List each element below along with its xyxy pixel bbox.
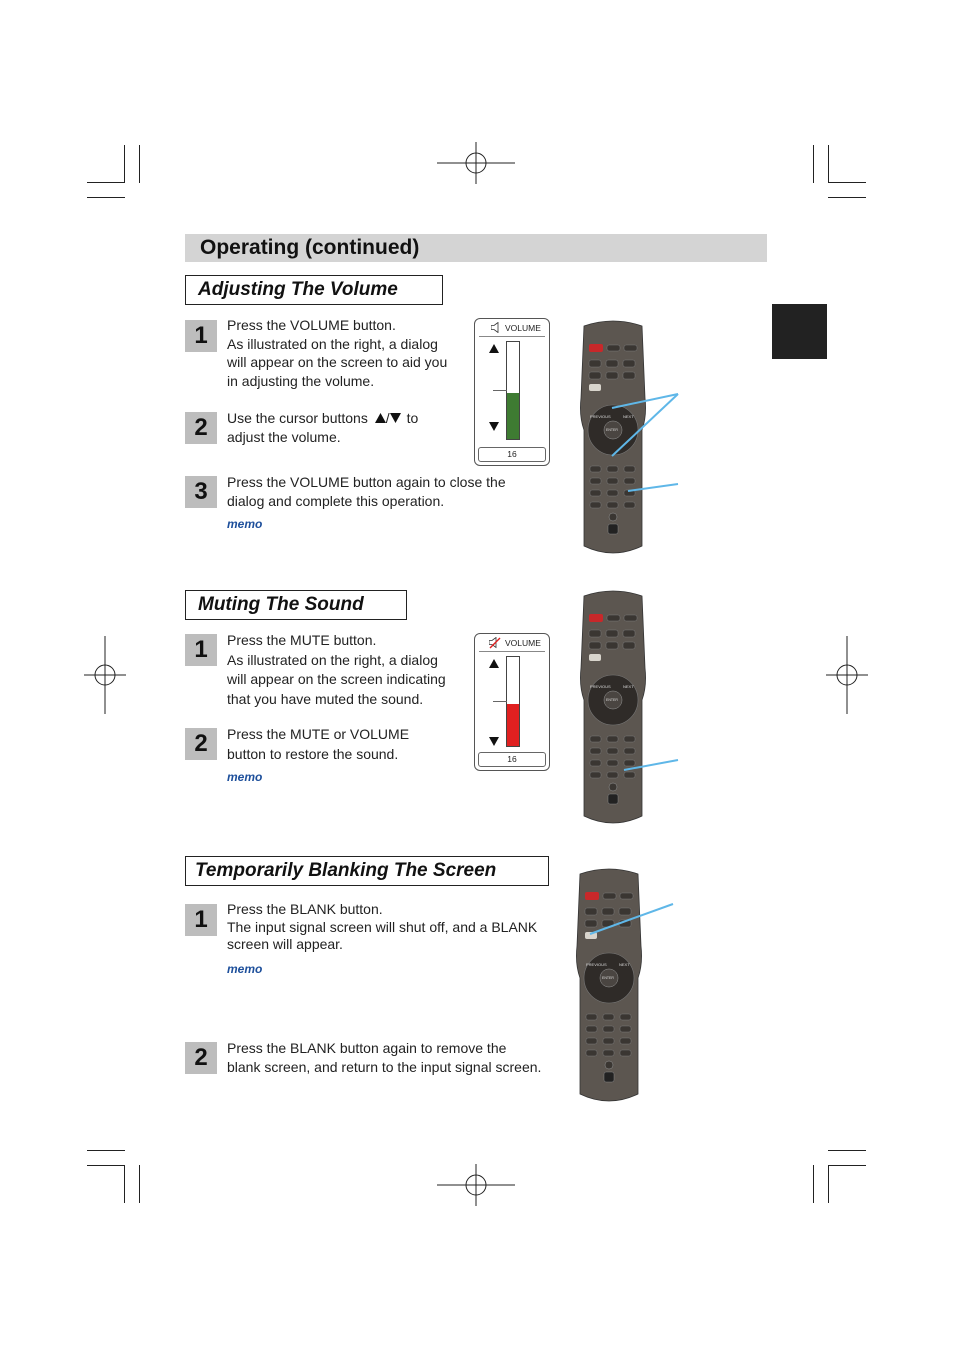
remote-label-enter: ENTER xyxy=(606,698,618,702)
pointer-lines-volume xyxy=(611,393,679,492)
registration-mark-bottom xyxy=(437,1164,515,1206)
step-text: Press the VOLUME button. As illustrated … xyxy=(227,316,467,390)
step-line: in adjusting the volume. xyxy=(227,372,375,389)
step-line: Press the BLANK button. xyxy=(227,901,383,917)
step-line: As illustrated on the right, a dialog xyxy=(227,335,438,352)
registration-mark-top xyxy=(437,142,515,184)
step-line: dialog and complete this operation. xyxy=(227,492,445,509)
registration-mark-left xyxy=(84,636,126,714)
step-line: Press the VOLUME button. xyxy=(227,317,396,333)
down-arrow-icon xyxy=(489,422,499,431)
section-heading-mute-text: Muting The Sound xyxy=(198,594,364,615)
speaker-muted-icon xyxy=(489,637,501,649)
memo-label: memo xyxy=(227,962,263,976)
registration-mark-right xyxy=(826,636,868,714)
mute-dialog: VOLUME 16 xyxy=(474,633,550,771)
step-number: 1 xyxy=(185,904,217,936)
divider xyxy=(493,701,507,702)
step-text: Press the BLANK button. The input signal… xyxy=(227,901,567,954)
section-heading-volume-text: Adjusting The Volume xyxy=(198,279,398,300)
memo-label: memo xyxy=(227,770,263,784)
remote-label-enter: ENTER xyxy=(602,976,614,980)
pointer-line-mute xyxy=(623,759,679,771)
step-line: Use the cursor buttons / to xyxy=(227,409,467,428)
step-text: Use the cursor buttons / to adjust the vo… xyxy=(227,409,467,446)
step-number: 1 xyxy=(185,320,217,352)
step-number: 2 xyxy=(185,728,217,760)
remote-label-previous: PREVIOUS xyxy=(586,962,607,967)
step-text: Press the MUTE button. As illustrated on… xyxy=(227,631,467,709)
divider xyxy=(493,390,507,391)
step-line: that you have muted the sound. xyxy=(227,690,424,707)
step-line: will appear on the screen to aid you xyxy=(227,354,448,370)
step-line: The input signal screen will shut off, a… xyxy=(227,918,538,935)
remote-control-mute: PREVIOUS NEXT ENTER xyxy=(578,588,648,831)
cursor-up-icon xyxy=(374,413,386,423)
mute-dialog-title: VOLUME xyxy=(505,638,541,648)
remote-control-icon xyxy=(580,590,646,824)
step-line-sep: / xyxy=(385,410,390,426)
mute-level-bar xyxy=(493,656,520,747)
memo-label: memo xyxy=(227,517,263,531)
step-line: Press the BLANK button again to remove t… xyxy=(227,1040,507,1056)
step-text: Press the MUTE or VOLUME button to resto… xyxy=(227,725,467,764)
volume-value: 16 xyxy=(478,447,546,462)
step-number: 2 xyxy=(185,1042,217,1074)
step-line: adjust the volume. xyxy=(227,428,341,445)
mute-level-fill xyxy=(507,704,519,746)
remote-label-next: NEXT xyxy=(623,414,634,419)
step-line: Press the MUTE or VOLUME xyxy=(227,726,410,742)
remote-label-next: NEXT xyxy=(619,962,630,967)
volume-level-bar xyxy=(493,341,520,440)
chapter-tab xyxy=(772,304,827,359)
remote-control-icon xyxy=(580,320,646,554)
step-line: Press the VOLUME button again to close t… xyxy=(227,474,506,490)
remote-label-previous: PREVIOUS xyxy=(590,684,611,689)
step-line: will appear on the screen indicating xyxy=(227,671,446,687)
divider xyxy=(479,651,545,652)
section-heading-mute: Muting The Sound xyxy=(185,590,407,620)
remote-label-enter: ENTER xyxy=(606,428,618,432)
mute-value: 16 xyxy=(478,752,546,767)
volume-dialog-title: VOLUME xyxy=(505,323,541,333)
step-text: Press the BLANK button again to remove t… xyxy=(227,1039,567,1077)
section-heading-blank-text: Temporarily Blanking The Screen xyxy=(195,860,497,881)
up-arrow-icon xyxy=(489,659,499,668)
step-number: 3 xyxy=(185,476,217,508)
page-title: Operating (continued) xyxy=(200,236,420,259)
title-bar xyxy=(185,234,767,262)
step-line-pre: Use the cursor buttons xyxy=(227,410,368,426)
divider xyxy=(479,336,545,337)
step-number: 1 xyxy=(185,634,217,666)
cursor-down-icon xyxy=(389,413,401,423)
step-line: Press the MUTE button. xyxy=(227,632,377,648)
up-arrow-icon xyxy=(489,344,499,353)
remote-control-volume: PREVIOUS NEXT ENTER xyxy=(578,318,648,561)
step-line-post: to xyxy=(406,410,419,426)
step-line: screen will appear. xyxy=(227,936,343,952)
speaker-icon xyxy=(491,322,499,333)
remote-control-icon xyxy=(576,868,642,1102)
step-line: blank screen, and return to the input si… xyxy=(227,1059,542,1075)
pointer-line-blank xyxy=(589,903,674,935)
section-heading-volume: Adjusting The Volume xyxy=(185,275,443,305)
volume-dialog: VOLUME 16 xyxy=(474,318,550,466)
section-heading-blank: Temporarily Blanking The Screen xyxy=(185,856,549,886)
step-text: Press the VOLUME button again to close t… xyxy=(227,473,547,510)
remote-label-previous: PREVIOUS xyxy=(590,414,611,419)
remote-control-blank: PREVIOUS NEXT ENTER xyxy=(574,866,644,1109)
remote-label-next: NEXT xyxy=(623,684,634,689)
down-arrow-icon xyxy=(489,737,499,746)
step-line: As illustrated on the right, a dialog xyxy=(227,651,438,668)
volume-level-fill xyxy=(507,393,519,439)
step-line: button to restore the sound. xyxy=(227,745,399,762)
step-number: 2 xyxy=(185,412,217,444)
